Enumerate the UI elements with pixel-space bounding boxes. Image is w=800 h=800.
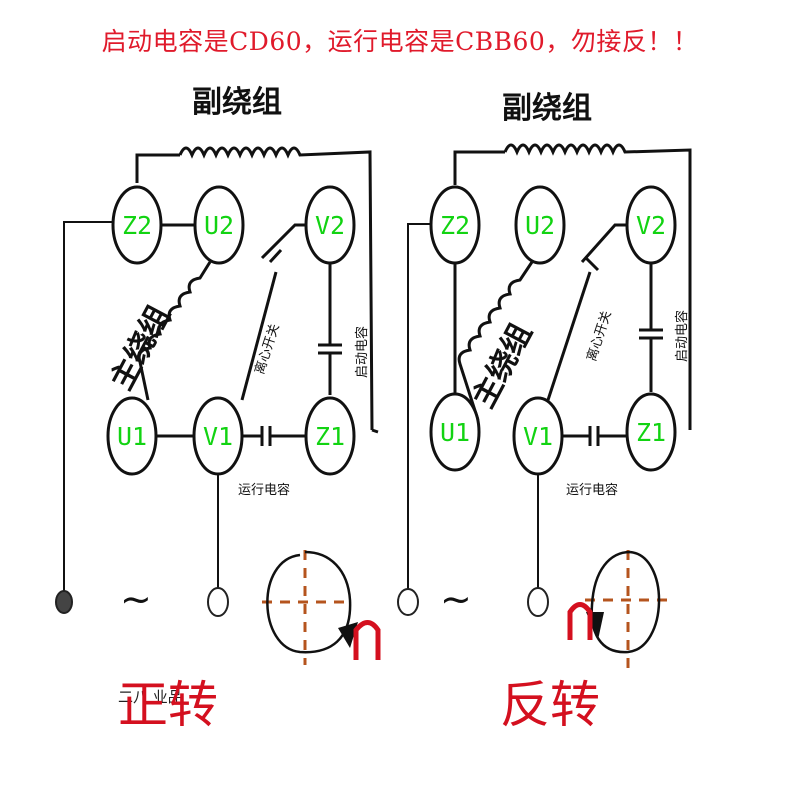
terminal-Z1-reverse: Z1 bbox=[625, 392, 677, 472]
line-lead-forward bbox=[63, 221, 113, 600]
start-capacitor-forward bbox=[318, 343, 342, 355]
aux-winding-label-forward: 副绕组 bbox=[192, 85, 282, 120]
centrifugal-switch-label-reverse: 离心开关 bbox=[584, 309, 615, 363]
direction-label-reverse: 反转 bbox=[500, 676, 600, 734]
ac-symbol-reverse: ~ bbox=[440, 577, 472, 621]
svg-text:V2: V2 bbox=[636, 211, 666, 240]
main-winding-coil-reverse bbox=[457, 261, 534, 421]
terminal-Z1-forward: Z1 bbox=[304, 396, 356, 476]
rotation-indicator-forward bbox=[262, 550, 381, 665]
start-capacitor-reverse bbox=[639, 328, 663, 340]
terminal-U1-forward: U1 bbox=[106, 396, 158, 476]
terminal-U2-reverse: U2 bbox=[514, 185, 566, 265]
svg-text:V1: V1 bbox=[523, 422, 553, 451]
svg-text:V1: V1 bbox=[203, 422, 233, 451]
diagram-forward: 副绕组 Z2 U2 V2 主绕组 bbox=[55, 85, 381, 734]
terminal-U1-reverse: U1 bbox=[429, 392, 481, 472]
run-capacitor-label-forward: 运行电容 bbox=[238, 482, 290, 498]
direction-label-forward: 正转 bbox=[118, 676, 218, 734]
centrifugal-switch-reverse bbox=[546, 271, 592, 401]
start-capacitor-label-reverse: 启动电容 bbox=[674, 310, 690, 362]
centrifugal-switch-lower-forward bbox=[240, 271, 278, 401]
svg-text:U1: U1 bbox=[117, 422, 147, 451]
terminal-V2-reverse: V2 bbox=[625, 185, 677, 265]
diagram-reverse: 副绕组 Z2 U2 V2 主绕组 bbox=[397, 91, 692, 734]
svg-text:V2: V2 bbox=[315, 211, 345, 240]
aux-winding-label-reverse: 副绕组 bbox=[502, 91, 592, 126]
run-capacitor-forward bbox=[260, 426, 272, 446]
svg-text:U2: U2 bbox=[525, 211, 555, 240]
supply-terminal-left-forward bbox=[55, 590, 73, 614]
main-winding-coil-forward bbox=[137, 261, 212, 401]
rotation-indicator-reverse bbox=[567, 550, 672, 670]
terminal-Z2-reverse: Z2 bbox=[429, 185, 481, 265]
main-winding-label-forward: 主绕组 bbox=[104, 300, 177, 396]
centrifugal-switch-upper-forward bbox=[260, 223, 306, 260]
terminal-V1-reverse: V1 bbox=[512, 396, 564, 476]
supply-terminal-left-reverse bbox=[397, 588, 419, 616]
terminal-Z2-forward: Z2 bbox=[111, 185, 163, 265]
terminal-V2-forward: V2 bbox=[304, 185, 356, 265]
svg-text:U1: U1 bbox=[440, 418, 470, 447]
capacitor-warning-heading: 启动电容是CD60，运行电容是CBB60，勿接反！！ bbox=[101, 27, 699, 56]
aux-winding-wire-left bbox=[135, 153, 180, 183]
watermark-text: 二八 业品 bbox=[118, 688, 183, 706]
supply-terminal-right-reverse bbox=[527, 587, 549, 617]
svg-text:Z1: Z1 bbox=[636, 418, 666, 447]
svg-text:Z2: Z2 bbox=[440, 211, 470, 240]
terminal-V1-forward: V1 bbox=[192, 396, 244, 476]
run-capacitor-reverse bbox=[588, 426, 600, 446]
line-lead-reverse bbox=[407, 223, 431, 595]
aux-winding-coil-forward bbox=[178, 146, 374, 431]
run-capacitor-label-reverse: 运行电容 bbox=[566, 482, 618, 498]
svg-text:U2: U2 bbox=[204, 211, 234, 240]
aux-winding-coil-reverse bbox=[503, 143, 692, 430]
svg-text:Z2: Z2 bbox=[122, 211, 152, 240]
svg-text:Z1: Z1 bbox=[315, 422, 345, 451]
ac-symbol-forward: ~ bbox=[120, 577, 152, 621]
start-capacitor-label-forward: 启动电容 bbox=[354, 326, 370, 378]
terminal-U2-forward: U2 bbox=[193, 185, 245, 265]
supply-terminal-right-forward bbox=[207, 587, 229, 617]
